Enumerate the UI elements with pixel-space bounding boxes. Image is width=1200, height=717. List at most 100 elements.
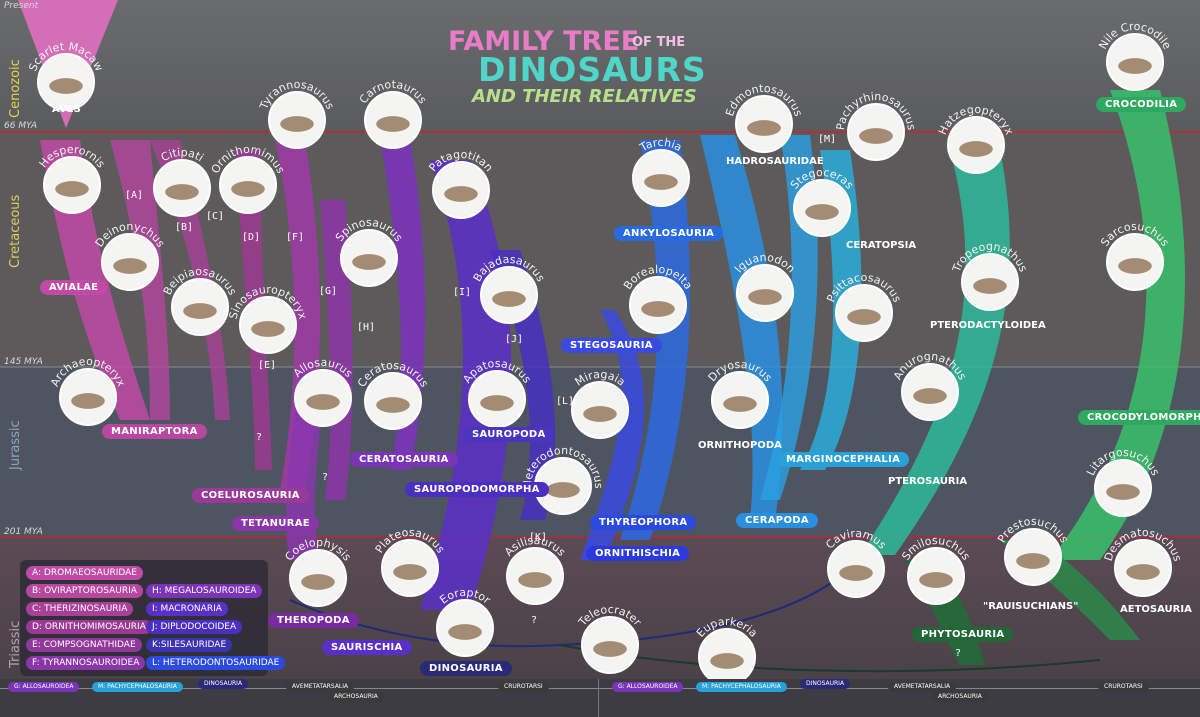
dromaeosaur-branch [110,140,170,420]
tag-c: [C] [206,211,225,222]
animal-silhouette-icon [1126,564,1160,580]
species-name-eoraptor: Eoraptor [437,586,493,607]
tag-j: [J] [505,334,524,345]
legend-b: B: OVIRAPTOROSAURIA [26,584,143,598]
animal-silhouette-icon [301,574,335,590]
species-archaeopteryx: Archaeopteryx [48,355,128,426]
clade-ceratosauria: CERATOSAURIA [350,452,458,467]
tag-q1: ? [256,432,263,443]
legend-panel: A: DROMAEOSAURIDAE B: OVIRAPTOROSAURIA C… [20,560,286,676]
tag-q2: ? [322,472,329,483]
clade-crocodilia: CROCODILIA [1096,97,1187,112]
tag-q3: ? [531,615,538,626]
legend-a: A: DROMAEOSAURIDAE [26,566,143,580]
species-citipati: Citipati [153,146,211,217]
animal-silhouette-icon [518,572,552,588]
strip-allosauroidea-2: G: ALLOSAUROIDEA [612,682,684,692]
present-label: Present [4,1,39,11]
tag-g: [G] [319,286,338,297]
era-cenozoic: Cenozoic [8,59,23,118]
clade-avialae: AVIALAE [40,280,108,295]
animal-silhouette-icon [583,406,617,422]
mya-145: 145 MYA [4,357,43,367]
diplodocoid-branch [490,250,556,520]
bottom-strip: G: ALLOSAUROIDEA M: PACHYCEPHALOSAURIA D… [0,679,1200,717]
strip-allosauroidea: G: ALLOSAUROIDEA [8,682,80,692]
clade-maniraptora: MANIRAPTORA [102,424,207,439]
species-desmatosuchus: Desmatosuchus [1102,526,1184,597]
clade-ornithopoda: ORNITHOPODA [698,440,782,451]
strip-dinosauria: DINOSAURIA [198,679,249,689]
animal-silhouette-icon [641,301,675,317]
tag-q4: ? [955,648,962,659]
animal-silhouette-icon [1106,484,1140,500]
animal-silhouette-icon [959,141,993,157]
clade-phytosauria: PHYTOSAURIA [912,627,1014,642]
strip-pachy: M: PACHYCEPHALOSAURIA [92,682,183,692]
animal-silhouette-icon [593,641,627,657]
clade-aetosauria: AETOSAURIA [1120,604,1192,615]
strip-avemetatarsalia: AVEMETATARSALIA [286,682,355,692]
animal-silhouette-icon [1016,553,1050,569]
clade-tetanurae: TETANURAE [232,516,319,531]
animal-silhouette-icon [183,303,217,319]
strip-pachy-2: M: PACHYCEPHALOSAURIA [696,682,787,692]
strip-archosauria: ARCHOSAURIA [328,692,384,702]
animal-silhouette-icon [49,78,83,94]
animal-silhouette-icon [913,388,947,404]
tag-b: [B] [175,222,194,233]
legend-j: J: DIPLODOCOIDEA [146,620,243,634]
era-jurassic: Jurassic [8,420,23,471]
cenozoic-band [0,0,1200,132]
spino-branch [320,200,353,500]
clade-theropoda: THEROPODA [268,613,359,628]
species-allosaurus: Allosaurus [291,356,355,427]
legend-d: D: ORNITHOMIMOSAURIA [26,620,152,634]
tag-l: [L] [556,396,575,407]
clade-dinosauria: DINOSAURIA [420,661,512,676]
clade-ornithischia: ORNITHISCHIA [586,546,690,561]
pterosauria-branch [860,150,1010,555]
species-tyrannosaurus: Tyrannosaurus [257,78,337,149]
species-prestosuchus: Prestosuchus [995,515,1071,586]
animal-silhouette-icon [805,204,839,220]
era-cretaceous: Cretaceous [8,194,23,268]
animal-silhouette-icon [748,289,782,305]
tag-a: [A] [125,190,144,201]
title-line1: FAMILY TREE [448,26,640,57]
animal-silhouette-icon [973,278,1007,294]
legend-e: E: COMPSOGNATHIDAE [26,638,142,652]
tag-i: [I] [453,287,472,298]
animal-silhouette-icon [644,174,678,190]
tag-h: [H] [357,322,376,333]
animal-silhouette-icon [376,116,410,132]
clade-crocodylomorpha: CROCODYLOMORPHA [1078,410,1200,425]
species-plateosaurus: Plateosaurus [373,526,447,597]
legend-l: L: HETERODONTOSAURIDAE [146,656,286,670]
species-tarchia: Tarchia [632,136,690,207]
clade-sauropodomorpha: SAUROPODOMORPHA [405,482,549,497]
species-iguanodon: Iguanodon [732,251,798,322]
animal-silhouette-icon [1118,258,1152,274]
legend-f: F: TYRANNOSAUROIDEA [26,656,146,670]
animal-silhouette-icon [448,624,482,640]
clade-cerapoda: CERAPODA [736,513,818,528]
animal-silhouette-icon [251,321,285,337]
animal-silhouette-icon [710,653,744,669]
clade-pterosauria: PTEROSAURIA [888,476,968,487]
species-name-citipati: Citipati [159,146,206,164]
legend-i: I: MACRONARIA [146,602,228,616]
ornithopoda-branch [700,135,783,520]
clade-ankylosauria: ANKYLOSAURIA [614,226,724,241]
era-triassic: Triassic [8,621,23,669]
animal-silhouette-icon [747,120,781,136]
title-line3: AND THEIR RELATIVES [472,86,697,107]
animal-silhouette-icon [71,393,105,409]
clade-saurischia: SAURISCHIA [322,640,412,655]
strip-avemetatarsalia-2: AVEMETATARSALIA [888,682,957,692]
animal-silhouette-icon [165,184,199,200]
species-ornithomimus: Ornithomimus [209,143,287,214]
legend-k: K:SILESAURIDAE [146,638,233,652]
